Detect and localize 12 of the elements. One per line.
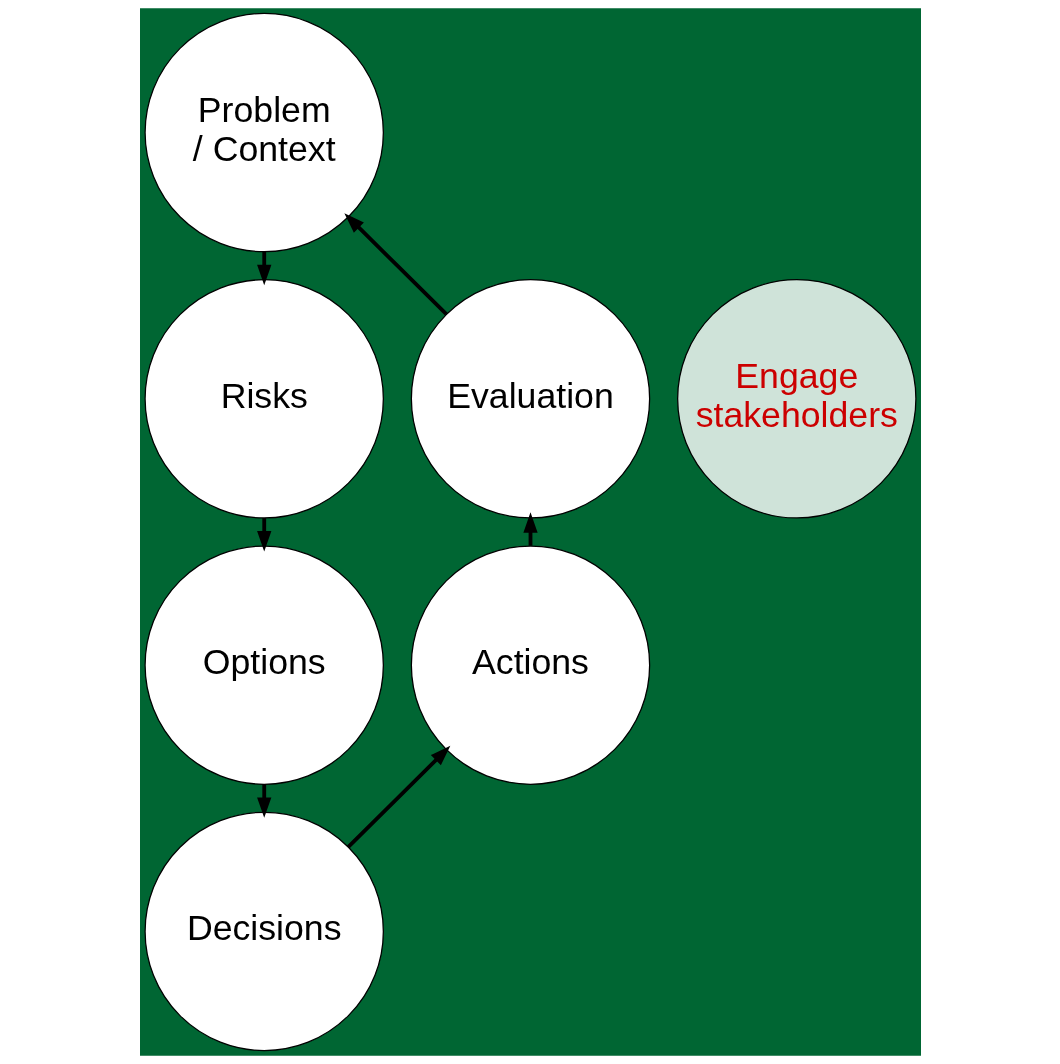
node-circle: Evaluation — [410, 279, 650, 519]
node-circle: Options — [143, 545, 384, 785]
node-circle: Risks — [143, 279, 384, 519]
arrow — [256, 518, 271, 552]
node-circle: Decisions — [143, 811, 384, 1052]
arrow — [256, 784, 271, 818]
node-circle: Engage stakeholders — [676, 279, 917, 519]
node-circle: Actions — [410, 545, 650, 785]
arrow — [343, 213, 448, 316]
arrow — [346, 745, 450, 849]
node-circle: Problem / Context — [143, 12, 384, 253]
arrow — [256, 251, 271, 286]
